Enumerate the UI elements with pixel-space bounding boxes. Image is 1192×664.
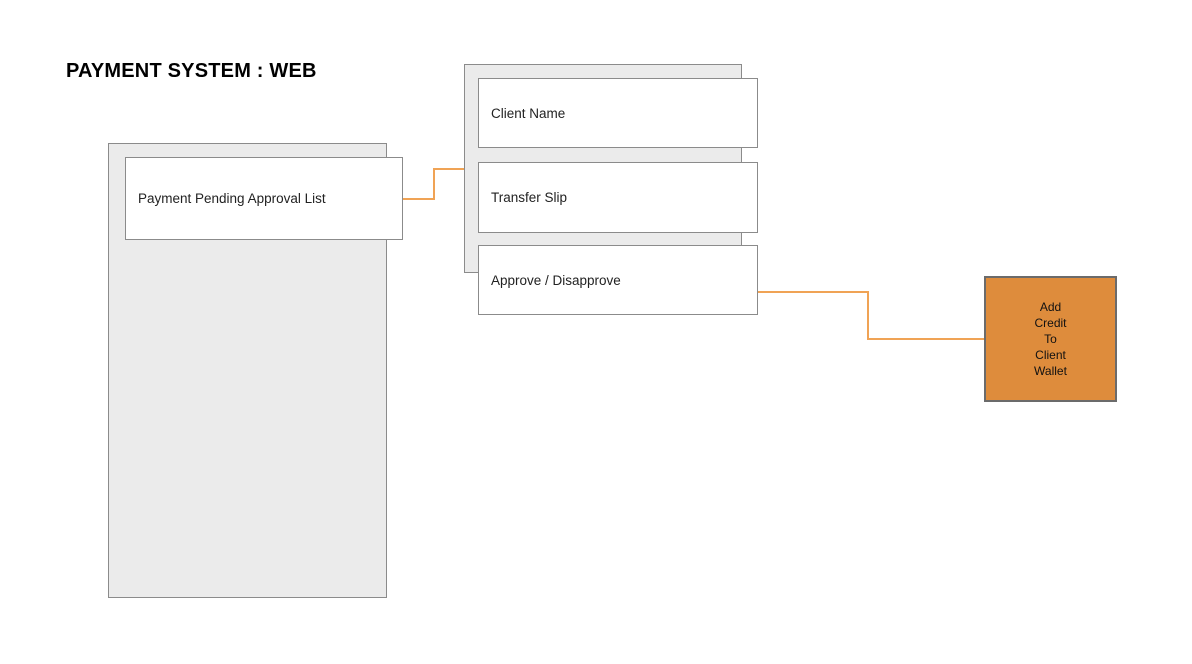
node-client-name[interactable]: Client Name — [478, 78, 758, 148]
node-approve-disapprove[interactable]: Approve / Disapprove — [478, 245, 758, 315]
connector-pending-to-details-segment — [403, 198, 435, 200]
node-label-line: Add — [1039, 300, 1062, 314]
connector-approve-to-credit-segment — [758, 291, 869, 293]
node-label: Payment Pending Approval List — [138, 191, 326, 206]
connector-approve-to-credit-segment — [867, 338, 984, 340]
connector-pending-to-details-segment — [433, 168, 435, 200]
node-label-line: Credit — [1034, 316, 1067, 330]
connector-approve-to-credit-segment — [867, 291, 869, 340]
node-label-line: Wallet — [1034, 364, 1067, 378]
node-label: Approve / Disapprove — [491, 272, 621, 288]
node-payment-pending-approval-list[interactable]: Payment Pending Approval List — [125, 157, 403, 240]
node-add-credit-to-client-wallet[interactable]: Add Credit To Client Wallet — [984, 276, 1117, 402]
node-label-line: To — [1044, 332, 1057, 346]
connector-pending-to-details-segment — [433, 168, 464, 170]
diagram-title: PAYMENT SYSTEM : WEB — [66, 60, 317, 82]
node-label: Transfer Slip — [491, 190, 568, 205]
node-label: Client Name — [491, 105, 566, 121]
node-label-line: Client — [1035, 348, 1066, 362]
node-transfer-slip[interactable]: Transfer Slip — [478, 162, 758, 233]
